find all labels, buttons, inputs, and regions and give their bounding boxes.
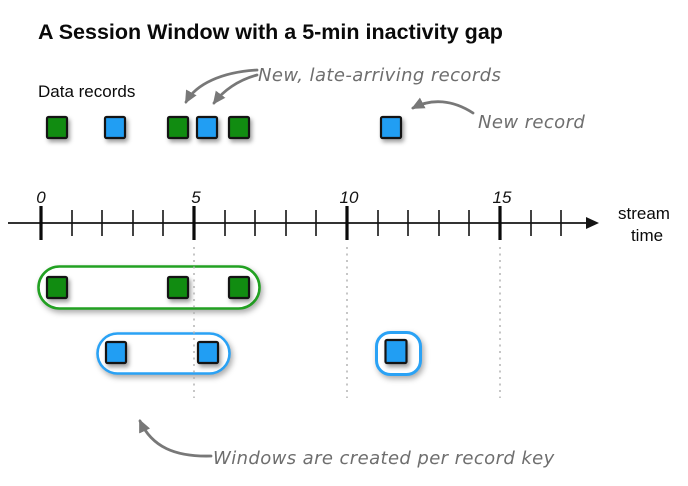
axis-caption-line2: time xyxy=(631,226,663,245)
tick-label-10: 10 xyxy=(340,188,359,207)
record-square-green xyxy=(227,275,251,300)
record-square-green xyxy=(45,275,69,300)
tick-label-0: 0 xyxy=(36,188,46,207)
axis-caption-line1: stream xyxy=(618,204,670,223)
new-record-arrow xyxy=(411,97,475,115)
session-window-green xyxy=(37,265,261,310)
record-row xyxy=(45,115,403,140)
record-square-blue xyxy=(103,115,127,140)
page-title: A Session Window with a 5-min inactivity… xyxy=(38,20,503,44)
record-square-blue xyxy=(384,338,408,365)
per-key-annotation: Windows are created per record key xyxy=(213,448,555,469)
session-window-blue xyxy=(96,332,231,375)
record-square-blue xyxy=(104,340,128,365)
record-square-blue xyxy=(195,115,219,140)
late-records-arrow-right xyxy=(212,73,259,105)
late-records-arrow-left xyxy=(184,68,259,104)
record-square-green xyxy=(227,115,251,140)
axis-arrowhead-icon xyxy=(586,217,599,229)
record-square-blue xyxy=(379,115,403,140)
data-records-label: Data records xyxy=(38,82,135,101)
tick-label-15: 15 xyxy=(493,188,512,207)
record-square-green xyxy=(45,115,69,140)
record-square-green xyxy=(166,275,190,300)
stream-time-axis: 0 5 10 15 stream time xyxy=(8,188,670,245)
record-square-blue xyxy=(196,340,220,365)
tick-label-5: 5 xyxy=(191,188,201,207)
record-square-green xyxy=(166,115,190,140)
session-windows xyxy=(37,265,422,376)
new-record-annotation: New record xyxy=(478,112,585,133)
per-key-arrow xyxy=(138,419,213,458)
late-records-annotation: New, late-arriving records xyxy=(258,65,501,86)
